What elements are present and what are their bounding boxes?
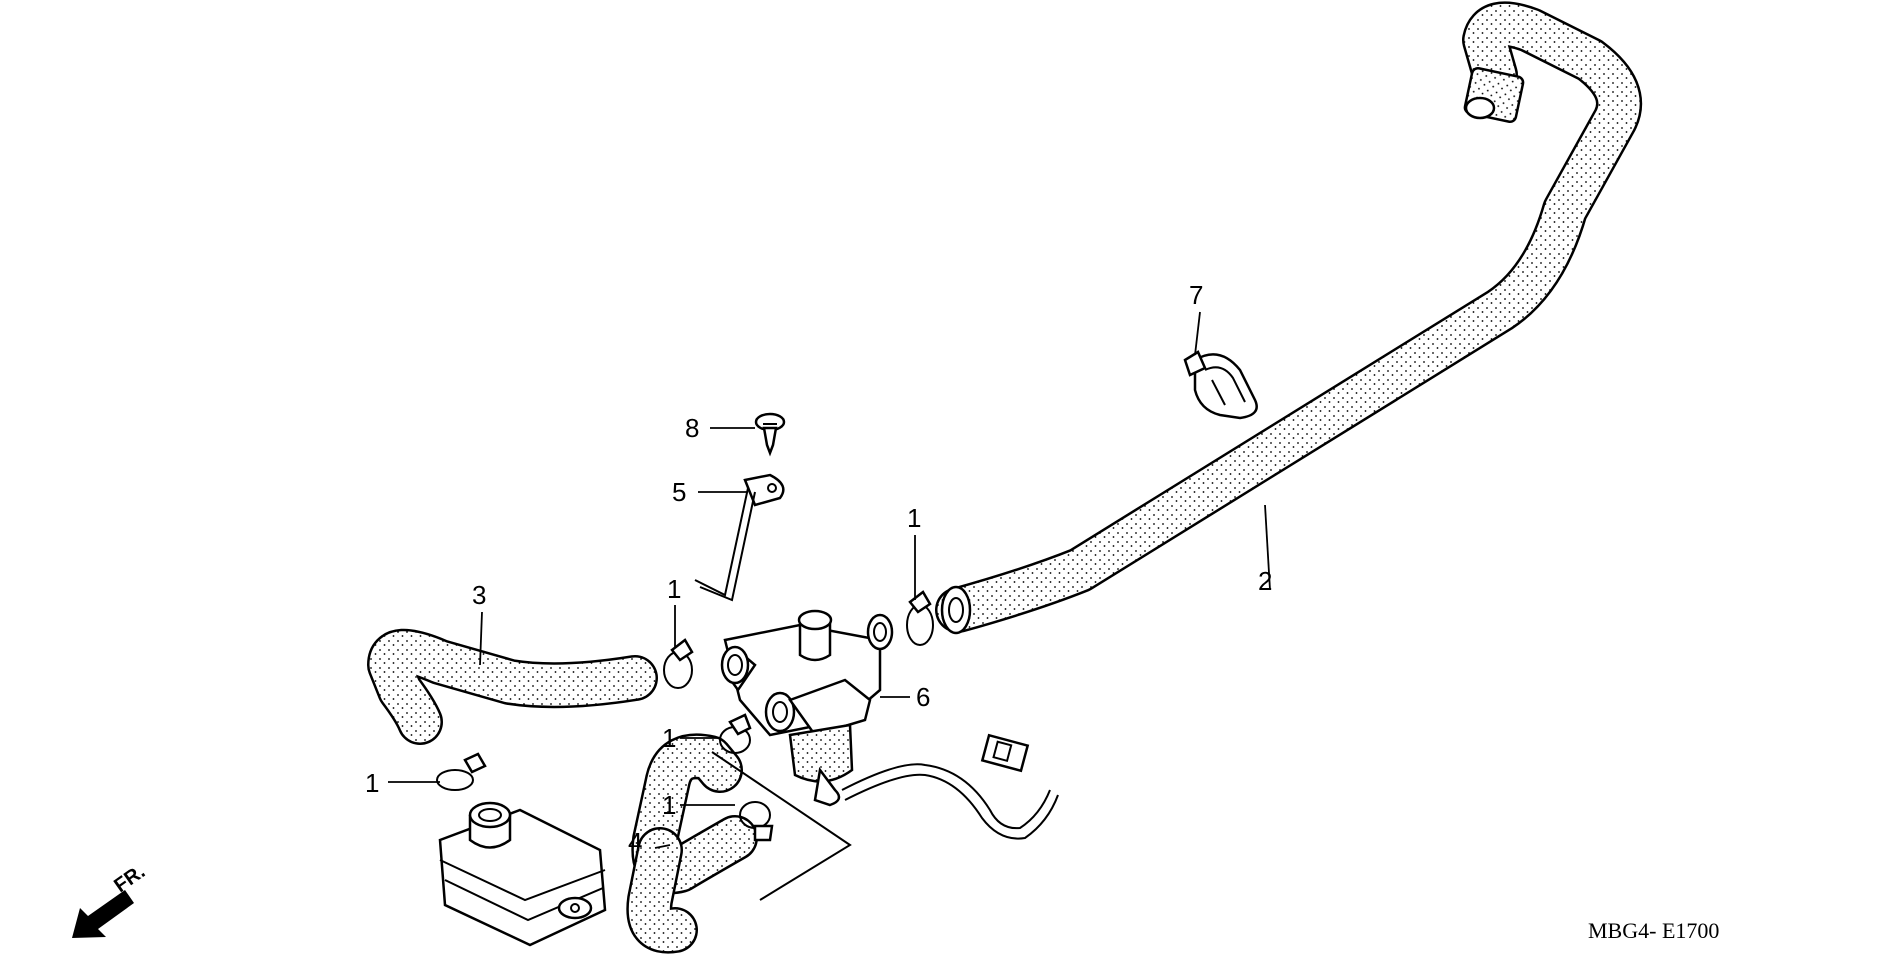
callout-3: 3 [472, 580, 486, 610]
callout-1-mid-b: 1 [662, 723, 676, 753]
callout-1-left: 1 [365, 768, 379, 798]
front-arrow-icon [72, 890, 134, 938]
callout-8: 8 [685, 413, 699, 443]
hose-clamp [739, 801, 774, 842]
stay-5 [694, 473, 785, 602]
callout-4: 4 [628, 827, 642, 857]
clamp-7 [1183, 350, 1258, 420]
hose-clamp [663, 638, 694, 689]
hose-4 [626, 733, 758, 954]
callout-2: 2 [1258, 566, 1272, 596]
callout-1-mid-a: 1 [667, 574, 681, 604]
reed-valve-box [438, 801, 607, 947]
hose-2 [935, 1, 1642, 635]
screw-8 [754, 412, 786, 457]
callout-6: 6 [916, 682, 930, 712]
callout-5: 5 [672, 477, 686, 507]
hose-3 [367, 628, 658, 745]
leader-lines [388, 311, 1271, 849]
air-injection-valve [720, 609, 1059, 840]
hose-clamp [719, 713, 752, 754]
front-label: FR. [110, 861, 149, 898]
callout-1-mid-c: 1 [662, 790, 676, 820]
callout-1-right: 1 [907, 503, 921, 533]
hose-clamp [436, 752, 487, 791]
hose-clamp [906, 590, 934, 646]
drawing-code: MBG4- E1700 [1588, 918, 1719, 943]
callout-7: 7 [1189, 280, 1203, 310]
group-bracket [711, 751, 852, 901]
